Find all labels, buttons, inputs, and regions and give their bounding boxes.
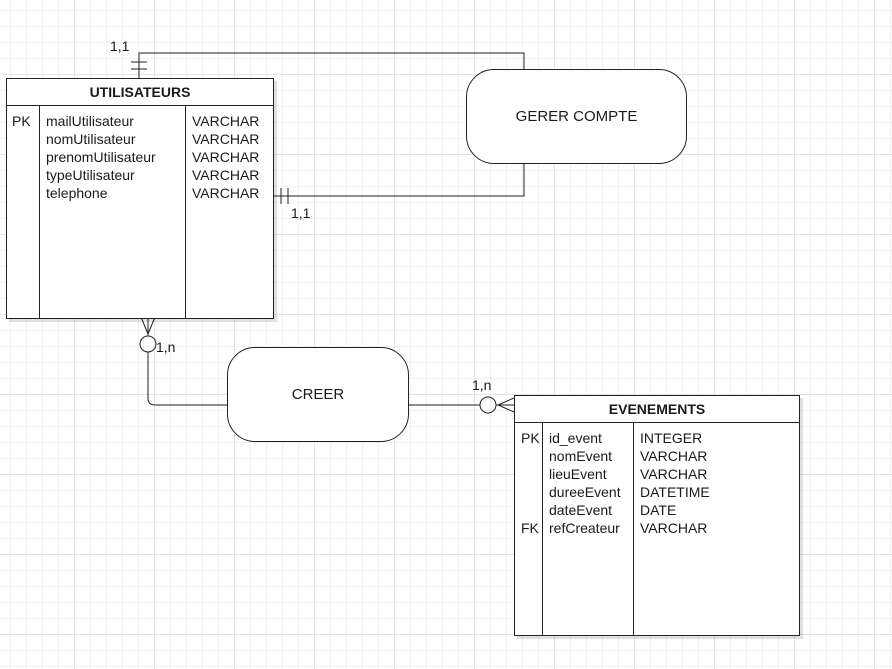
evenements-type-column: INTEGER VARCHAR VARCHAR DATETIME DATE VA…	[634, 423, 799, 635]
attr-type: VARCHAR	[192, 113, 260, 129]
attr-type: VARCHAR	[192, 131, 260, 147]
attr-name: lieuEvent	[549, 466, 607, 482]
creer-left-connector	[147, 352, 227, 406]
relation-creer-label: CREER	[291, 386, 345, 403]
attr-key	[12, 148, 39, 166]
utilisateurs-name-column: mailUtilisateur nomUtilisateur prenomUti…	[40, 106, 186, 318]
attr-key: FK	[521, 520, 539, 536]
attr-key	[12, 130, 39, 148]
attr-type: VARCHAR	[192, 167, 260, 183]
attr-name: id_event	[549, 430, 602, 446]
entity-utilisateurs-title: UTILISATEURS	[7, 79, 273, 106]
cardinality-creer-evenements: 1,n	[472, 377, 492, 393]
attr-type: DATETIME	[640, 484, 710, 500]
attr-name: nomUtilisateur	[46, 131, 136, 147]
attr-type: VARCHAR	[640, 448, 708, 464]
attr-name: typeUtilisateur	[46, 167, 135, 183]
attr-name: dureeEvent	[549, 484, 621, 500]
attr-key: PK	[521, 430, 540, 446]
evenements-key-column: PK FK	[515, 423, 543, 635]
gerer-side-connector	[273, 163, 525, 197]
relation-gerer-compte[interactable]: GERER COMPTE	[466, 69, 687, 164]
cardinality-creer-utilisateurs: 1,n	[156, 339, 176, 355]
creer-right-zero-circle	[479, 396, 497, 414]
attr-key	[521, 483, 542, 501]
attr-type: INTEGER	[640, 430, 703, 446]
relation-creer[interactable]: CREER	[227, 347, 409, 442]
relation-gerer-compte-label: GERER COMPTE	[515, 108, 638, 125]
utilisateurs-type-column: VARCHAR VARCHAR VARCHAR VARCHAR VARCHAR	[186, 106, 273, 318]
utilisateurs-key-column: PK	[7, 106, 40, 318]
attr-key: PK	[12, 113, 31, 129]
attr-type: VARCHAR	[192, 149, 260, 165]
cardinality-gerer-side: 1,1	[291, 205, 311, 221]
attr-name: nomEvent	[549, 448, 613, 464]
attr-key	[12, 166, 39, 184]
cardinality-gerer-top: 1,1	[110, 38, 130, 54]
evenements-name-column: id_event nomEvent lieuEvent dureeEvent d…	[543, 423, 634, 635]
attr-type: VARCHAR	[192, 185, 260, 201]
attr-type: DATE	[640, 502, 677, 518]
creer-left-zero-circle	[139, 335, 157, 353]
attr-name: prenomUtilisateur	[46, 149, 156, 165]
gerer-top-connector	[138, 52, 525, 78]
attr-name: refCreateur	[549, 520, 620, 536]
attr-key	[12, 184, 39, 202]
entity-evenements-title: EVENEMENTS	[515, 396, 799, 423]
attr-type: VARCHAR	[640, 466, 708, 482]
attr-key	[521, 501, 542, 519]
attr-type: VARCHAR	[640, 520, 708, 536]
attr-key	[521, 447, 542, 465]
entity-utilisateurs[interactable]: UTILISATEURS PK mailUtilisateur nomUtili…	[6, 78, 274, 319]
entity-evenements[interactable]: EVENEMENTS PK FK id_event nomEvent lieuE…	[514, 395, 800, 636]
attr-name: mailUtilisateur	[46, 113, 134, 129]
attr-key	[521, 465, 542, 483]
attr-name: dateEvent	[549, 502, 613, 518]
attr-name: telephone	[46, 185, 108, 201]
